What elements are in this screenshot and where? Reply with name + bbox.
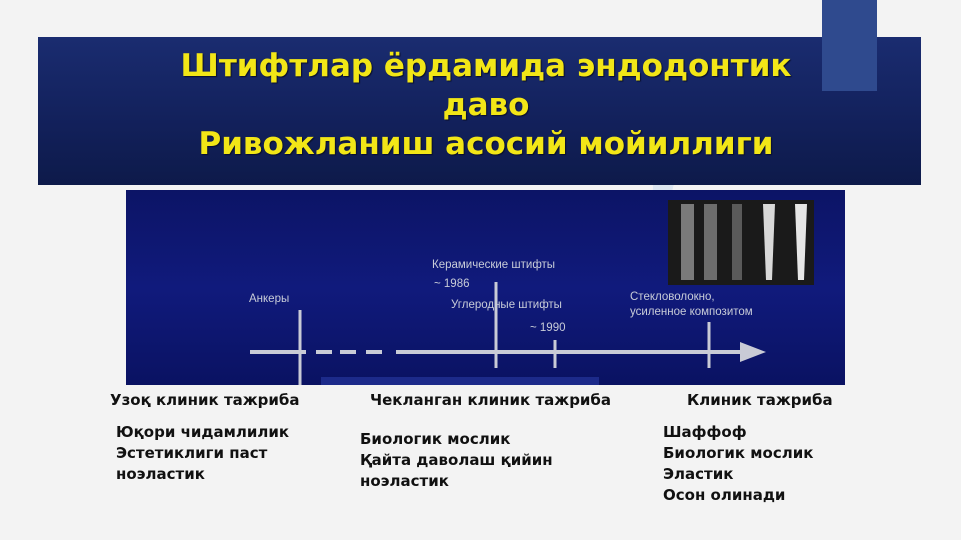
column-list-1: Юқори чидамлилик Эстетиклиги паст ноэлас…: [116, 422, 289, 485]
column-heading-1: Узоқ клиник тажриба: [110, 391, 300, 409]
post-images: [668, 200, 814, 285]
title-line-2: даво: [442, 87, 530, 123]
lower-strip: [321, 377, 599, 385]
column-list-3: Шаффоф Биологик мослик Эластик Осон олин…: [663, 422, 813, 506]
title-line-1: Штифтлар ёрдамида эндодонтик: [180, 48, 792, 84]
label-carbon: Углеродные штифты: [451, 299, 562, 311]
timeline-axis: [250, 342, 766, 362]
list-item: Юқори чидамлилик: [116, 423, 290, 441]
title-banner: [38, 37, 921, 185]
list-item: Осон олинади: [663, 486, 786, 504]
title-line-3: Ривожланиш асосий мойиллиги: [198, 126, 774, 162]
list-item: Шаффоф: [663, 423, 747, 441]
list-item: ноэластик: [116, 465, 205, 483]
accent-block: [822, 0, 877, 91]
label-fiberglass-2: усиленное композитом: [630, 306, 753, 318]
column-heading-3: Клиник тажриба: [687, 391, 833, 409]
label-ceramic-year: ~ 1986: [434, 278, 470, 290]
list-item: Биологик мослик: [360, 430, 511, 448]
timeline-diagram: Анкеры Керамические штифты ~ 1986 Углеро…: [249, 200, 814, 385]
label-ankers: Анкеры: [249, 293, 289, 305]
list-item: Эластик: [663, 465, 734, 483]
timeline-image: Анкеры Керамические штифты ~ 1986 Углеро…: [126, 190, 845, 385]
label-ceramic: Керамические штифты: [432, 259, 555, 271]
slide-title: Штифтлар ёрдамида эндодонтик даво Ривожл…: [150, 47, 822, 164]
list-item: ноэластик: [360, 472, 449, 490]
list-item: Қайта даволаш қийин: [360, 451, 553, 469]
label-carbon-year: ~ 1990: [530, 322, 566, 334]
label-fiberglass-1: Стекловолокно,: [630, 291, 715, 303]
list-item: Биологик мослик: [663, 444, 814, 462]
column-heading-2: Чекланган клиник тажриба: [370, 391, 612, 409]
list-item: Эстетиклиги паст: [116, 444, 268, 462]
column-list-2: Биологик мослик Қайта даволаш қийин ноэл…: [360, 429, 553, 492]
